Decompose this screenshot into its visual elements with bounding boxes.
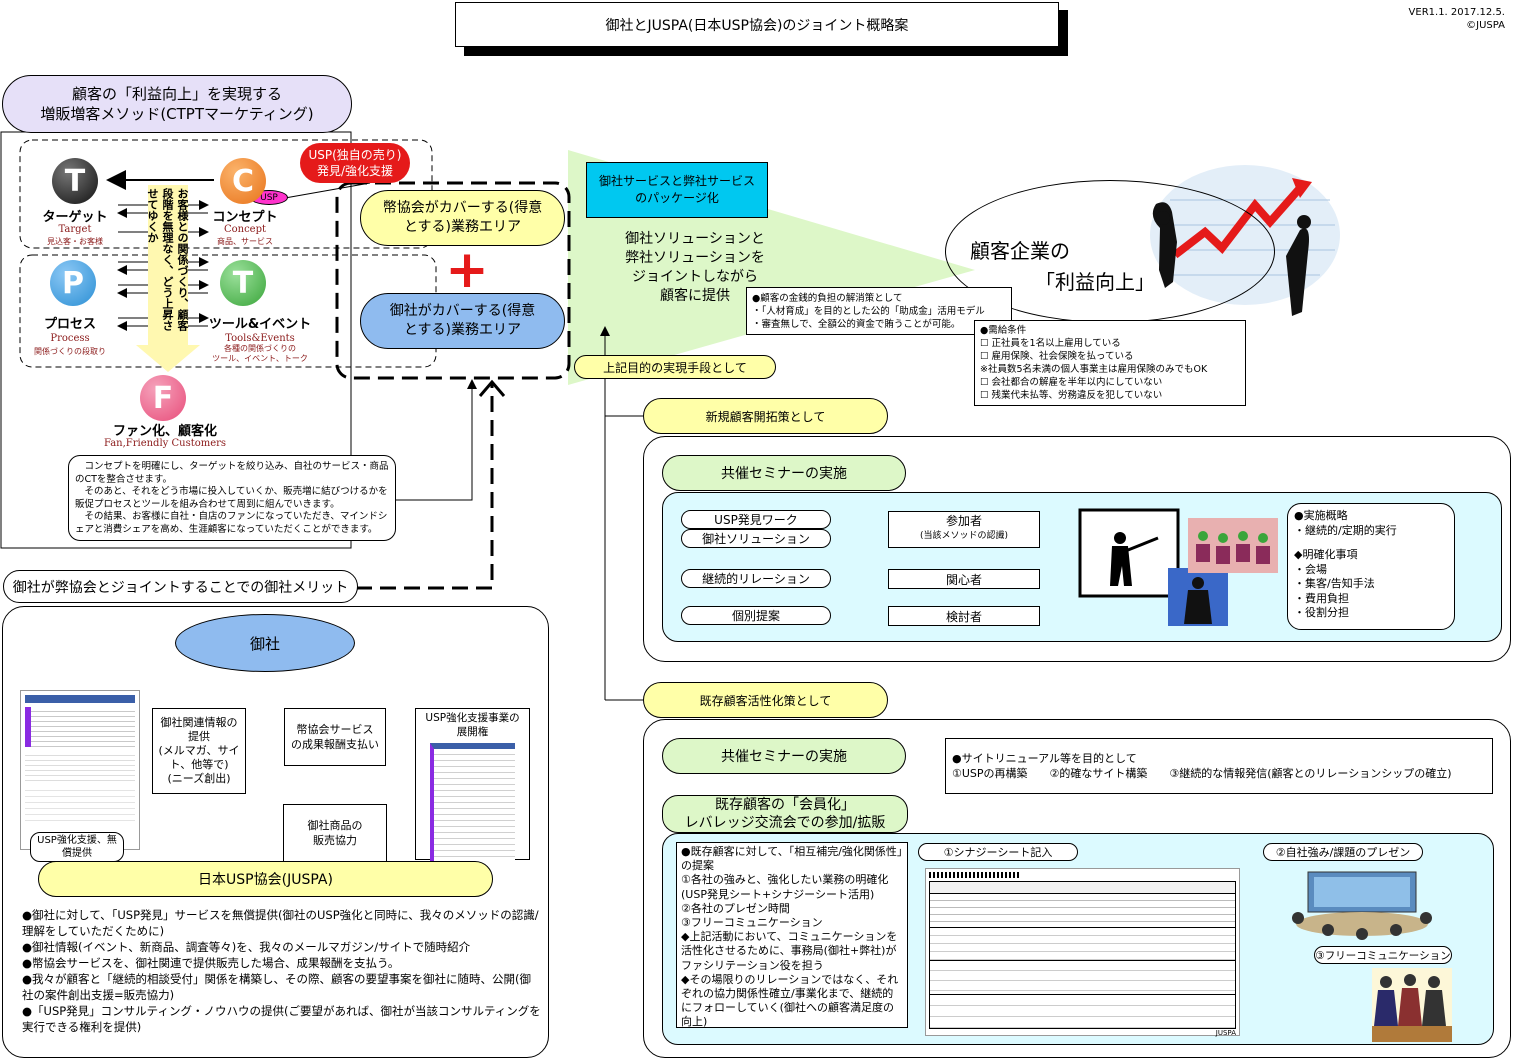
usp-sheet-thumbnail [20,690,140,850]
version-text: VER1.1. 2017.12.5. [1408,7,1505,18]
financial-line: ●顧客の金銭的負担の解消策として [752,293,903,304]
tools-circle-icon: T [220,260,266,306]
participant-sub: (当該メソッドの認識) [919,531,1009,541]
process-sub: 関係づくりの段取り [34,347,106,356]
profit-text-2: 「利益向上」 [1035,270,1155,294]
member-text: ●既存顧客に対して、「相互補完/強化関係性」の提案 ①各社の強みと、強化したい業… [676,842,908,1028]
new-seminar-label: 共催セミナーの実施 [662,455,906,491]
plus-sign: + [445,240,489,300]
usp-bubble: USP(独自の売り) 発見/強化支援 [300,143,410,183]
fan-en: Fan,Friendly Customers [103,438,227,449]
process-en: Process [50,333,90,344]
member-label: 既存顧客の「会員化」 レバレッジ交流会での参加/拡販 [662,795,908,833]
participant-label: 参加者 [945,514,982,528]
existing-seminar-label: 共催セミナーの実施 [662,738,906,774]
concept-circle-icon: C [220,158,266,204]
copyright-text: ©JUSPA [1466,20,1505,31]
company-ellipse: 御社 [175,614,355,672]
tools-sub: 各種の関係づくりの ツール、イベント、トーク [212,344,308,363]
rights-label: USP強化支援事業の 展開権 [425,712,520,738]
conditions-line: ☐ 正社員を1名以上雇用している [980,338,1121,349]
merit-bullet: ●我々が顧客と「継続的相談受付」関係を構築し、その際、顧客の要望事案を御社に随時… [22,972,532,1002]
package-text: 御社ソリューションと 弊社ソリューションを ジョイントしながら 顧客に提供 [625,231,765,304]
renewal-box: ●サイトリニューアル等を目的として ①USPの再構築 ②的確なサイト構築 ③継続… [945,738,1493,794]
usp-work-node: USP発見ワーク [681,510,831,529]
presentation-label: ②自社強み/課題のプレゼン [1263,843,1423,861]
tools-en: Tools&Events [225,333,295,344]
seminar-clipart [1078,508,1278,630]
merit-bullet: ●御社情報(イベント、新商品、調査等々)を、我々のメールマガジン/サイトで随時紹… [22,940,471,954]
overview-line: ・継続的/定期的実行 [1294,523,1397,537]
overview-line: ●実施概略 [1294,509,1348,522]
fan-circle-icon: F [140,375,186,421]
conditions-line: ☐ 会社都合の解雇を半年以内にしていない [980,377,1163,388]
conditions-line: ※社員数5名未満の個人事業主は雇用保険のみでもOK [980,364,1208,375]
target-circle-icon: T [52,158,98,204]
financial-line: ・「人材育成」を目的とした公的「助成金」活用モデル [752,306,985,317]
merit-bullet: ●御社に対して、「USP発見」サービスを無償提供(御社のUSP強化と同時に、我々… [22,908,539,938]
concept-en: Concept [223,224,267,235]
merit-bullet: ●「USP発見」コンサルティング・ノウハウの提供(ご要望があれば、御社が当該コン… [22,1004,541,1034]
target-label: ターゲット [42,210,108,225]
merit-bullet: ●幣協会サービスを、御社関連で提供販売した場合、成果報酬を支払う。 [22,956,400,970]
overview-line [1294,538,1448,548]
financial-box: ●顧客の金銭的負担の解消策として ・「人材育成」を目的とした公的「助成金」活用モ… [746,287,1012,335]
solution-node: 御社ソリューション [681,529,831,548]
sales-box: 御社商品の 販売協力 [283,804,387,862]
participant-node: 参加者 (当該メソッドの認識) [888,511,1040,548]
overview-box: ●実施概略 ・継続的/定期的実行 ◆明確化事項 ・会場 ・集客/告知手法 ・費用… [1287,503,1455,630]
financial-line: ・審査無しで、全額公的資金で賄うことが可能。 [752,319,961,330]
overview-line: ◆明確化事項 [1294,548,1358,561]
ctpt-title: 顧客の「利益向上」を実現する 増販増客メソッド(CTPTマーケティング) [2,75,352,133]
new-customers-label: 新規顧客開拓策として [643,398,888,434]
info-box: 御社関連情報の 提供 (メルマガ、サイト、他等で) (ニーズ創出) [152,708,246,794]
interested-node: 関心者 [888,569,1040,589]
conditions-line: ☐ 雇用保険、社会保険を払っている [980,351,1134,362]
tools-label: ツール&イベント [208,317,312,332]
vertical-relation-text: お客様との関係づくり、顧客段階を無理なく、どう上昇させてゆくか [146,188,189,331]
page-title: 御社とJUSPA(日本USP協会)のジョイント概略案 [455,2,1059,47]
overview-line: ・費用負担 [1294,591,1349,605]
process-label: プロセス [43,317,96,332]
process-circle-icon: P [50,260,96,306]
juspa-banner: 日本USP協会(JUSPA) [38,861,493,897]
profit-text-1: 顧客企業の [970,239,1070,263]
target-en: Target [58,224,92,235]
usp-support-label: USP強化支援、無 償提供 [30,832,124,862]
synergy-sheet: JUSPA [925,868,1240,1037]
target-sub: 見込客・お客様 [47,237,103,246]
version-label: VER1.1. 2017.12.5. ©JUSPA [1409,6,1505,32]
free-comm-clipart [1372,968,1452,1042]
considering-node: 検討者 [888,606,1040,626]
reward-box: 幣協会サービス の成果報酬支払い [284,708,386,766]
sheet-footer: JUSPA [1215,1029,1236,1037]
ctpt-note: コンセプトを明確にし、ターゲットを絞り込み、自社のサービス・商品のCTを整合させ… [68,455,396,541]
overview-line: ・役割分担 [1294,606,1349,619]
conditions-line: ☐ 残業代未払等、労務違反を犯していない [980,390,1163,401]
existing-customers-label: 既存顧客活性化策として [643,682,888,718]
fan-label: ファン化、顧客化 [112,424,217,439]
rights-box: USP強化支援事業の 展開権 [415,708,530,861]
conditions-line: ●需給条件 [980,325,1027,336]
proposal-node: 個別提案 [681,606,831,625]
association-area: 幣協会がカバーする(得意 とする)業務エリア [360,190,565,246]
merit-title: 御社が弊協会とジョイントすることでの御社メリット [3,570,358,603]
company-area: 御社がカバーする(得意 とする)業務エリア [360,293,565,349]
overview-line: ・会場 [1294,562,1327,576]
concept-sub: 商品、サービス [217,237,273,246]
merit-bullets: ●御社に対して、「USP発見」サービスを無償提供(御社のUSP強化と同時に、我々… [22,907,542,1035]
package-box: 御社サービスと弊社サービス のパッケージ化 [586,162,768,218]
relation-node: 継続的リレーション [681,569,831,588]
synergy-label: ①シナジーシート記入 [918,843,1078,861]
free-comm-label: ③フリーコミュニケーション [1314,946,1452,964]
means-label: 上記目的の実現手段として [574,355,776,379]
concept-label: コンセプト [212,210,278,225]
presentation-clipart [1278,868,1446,940]
overview-line: ・集客/告知手法 [1294,577,1375,590]
conditions-box: ●需給条件 ☐ 正社員を1名以上雇用している ☐ 雇用保険、社会保険を払っている… [974,320,1246,406]
